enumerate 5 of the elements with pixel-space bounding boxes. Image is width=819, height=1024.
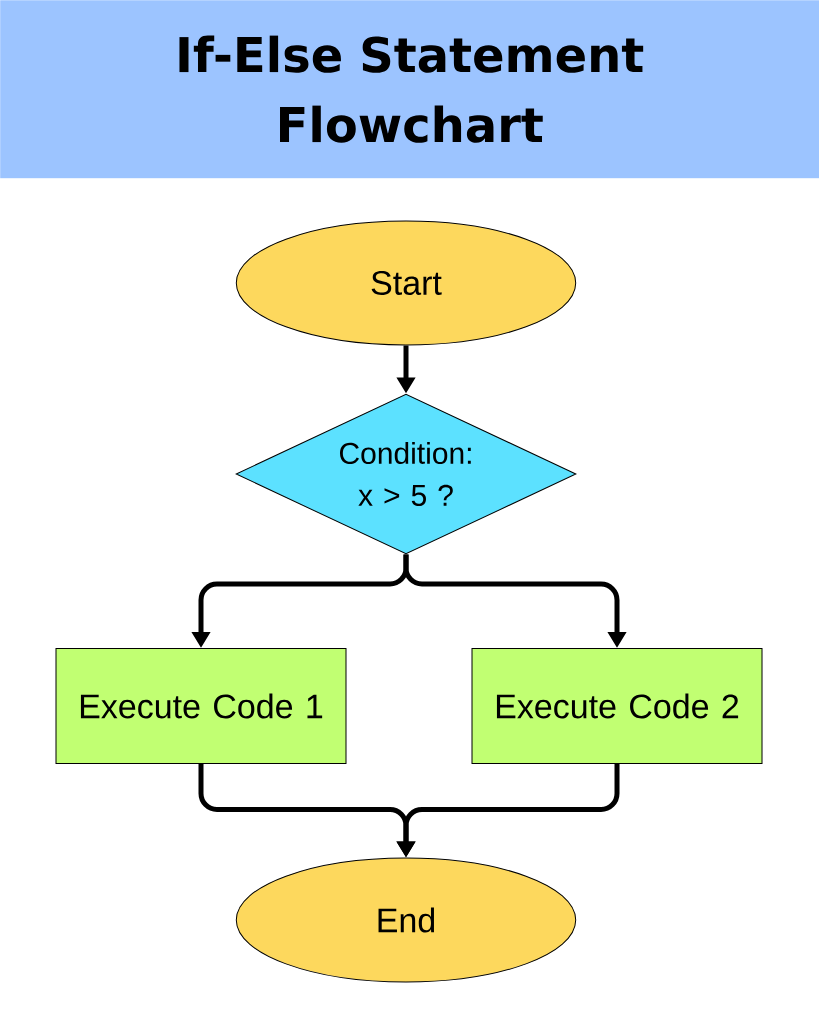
process-box: Execute Code 2	[471, 648, 763, 764]
title-banner: If-Else Statement Flowchart	[0, 0, 819, 179]
process-box: Execute Code 1	[55, 648, 347, 764]
end-oval: End	[235, 857, 577, 983]
start-oval: Start	[235, 220, 577, 346]
